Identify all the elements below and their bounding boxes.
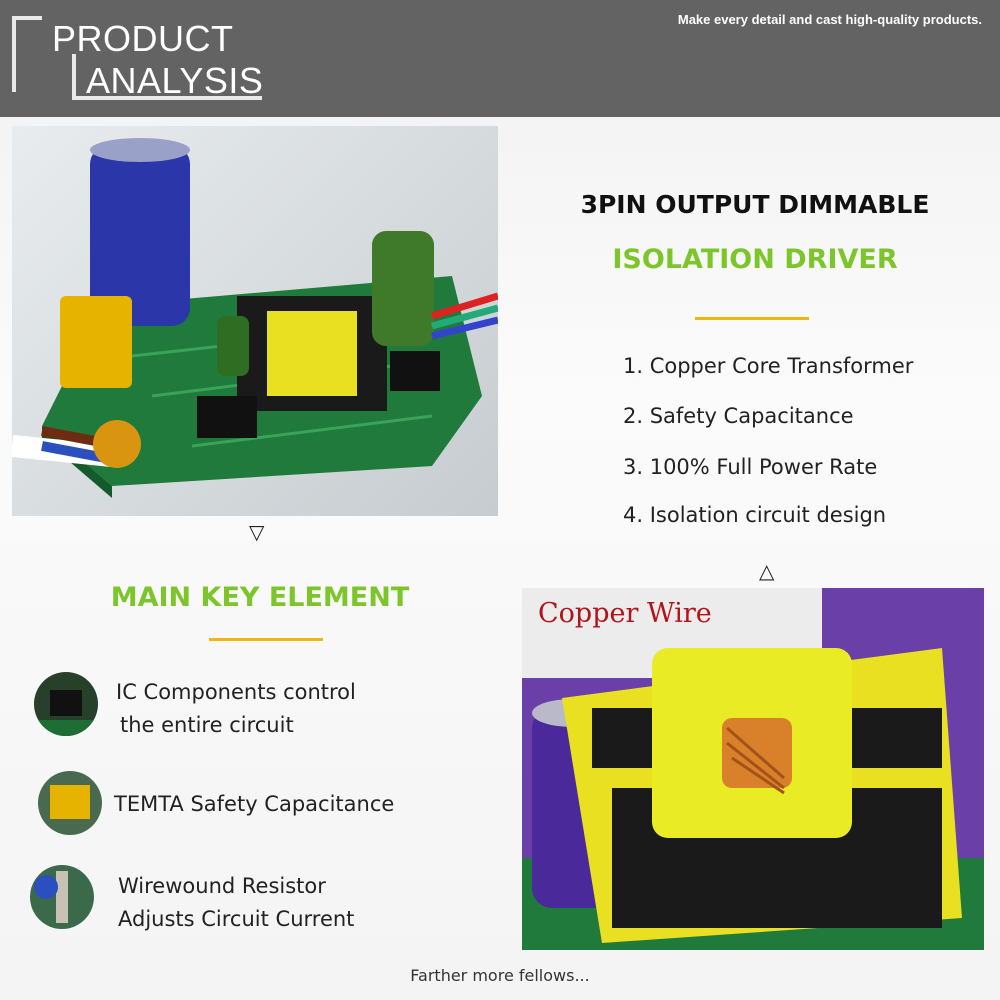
copper-wire-label: Copper Wire xyxy=(538,598,712,629)
header-frame-line xyxy=(12,16,16,92)
safety-capacitor-thumbnail xyxy=(38,771,102,835)
product-subheading: ISOLATION DRIVER xyxy=(612,244,898,275)
heading-underline xyxy=(695,317,809,320)
ic-component-thumbnail xyxy=(34,672,98,736)
key-item-text: IC Components control the entire circuit xyxy=(116,676,356,742)
key-element-heading: MAIN KEY ELEMENT xyxy=(110,582,410,613)
product-heading: 3PIN OUTPUT DIMMABLE xyxy=(580,190,930,219)
key-item-line: Wirewound Resistor xyxy=(118,874,326,898)
heading-underline xyxy=(209,638,323,641)
page-title-line1: PRODUCT xyxy=(52,18,234,59)
feature-item: 3. 100% Full Power Rate xyxy=(623,455,878,479)
key-item-line: Adjusts Circuit Current xyxy=(118,907,355,931)
header-frame-line xyxy=(72,54,76,100)
header-frame-line xyxy=(12,16,42,20)
header-banner: PRODUCT ANALYSIS Make every detail and c… xyxy=(0,0,1000,117)
footer-text: Farther more fellows... xyxy=(410,966,590,985)
wirewound-resistor-thumbnail xyxy=(30,865,94,929)
up-arrow-icon: △ xyxy=(759,559,775,583)
transformer-closeup-photo xyxy=(522,588,984,950)
feature-item: 1. Copper Core Transformer xyxy=(623,354,914,378)
feature-item: 4. Isolation circuit design xyxy=(623,503,887,527)
product-photo-pcb xyxy=(12,126,498,516)
key-item-text: TEMTA Safety Capacitance xyxy=(114,792,395,816)
key-item-line: the entire circuit xyxy=(120,713,294,737)
pcb-illustration xyxy=(12,138,498,498)
transformer-illustration xyxy=(522,588,984,950)
page-title-line2: ANALYSIS xyxy=(86,60,264,101)
feature-item: 2. Safety Capacitance xyxy=(623,404,854,428)
key-item-line: IC Components control xyxy=(116,680,356,704)
header-tagline: Make every detail and cast high-quality … xyxy=(677,12,982,27)
header-frame-line xyxy=(72,96,262,100)
key-item-text: Wirewound Resistor Adjusts Circuit Curre… xyxy=(118,870,354,936)
down-arrow-icon: ▽ xyxy=(249,520,265,544)
